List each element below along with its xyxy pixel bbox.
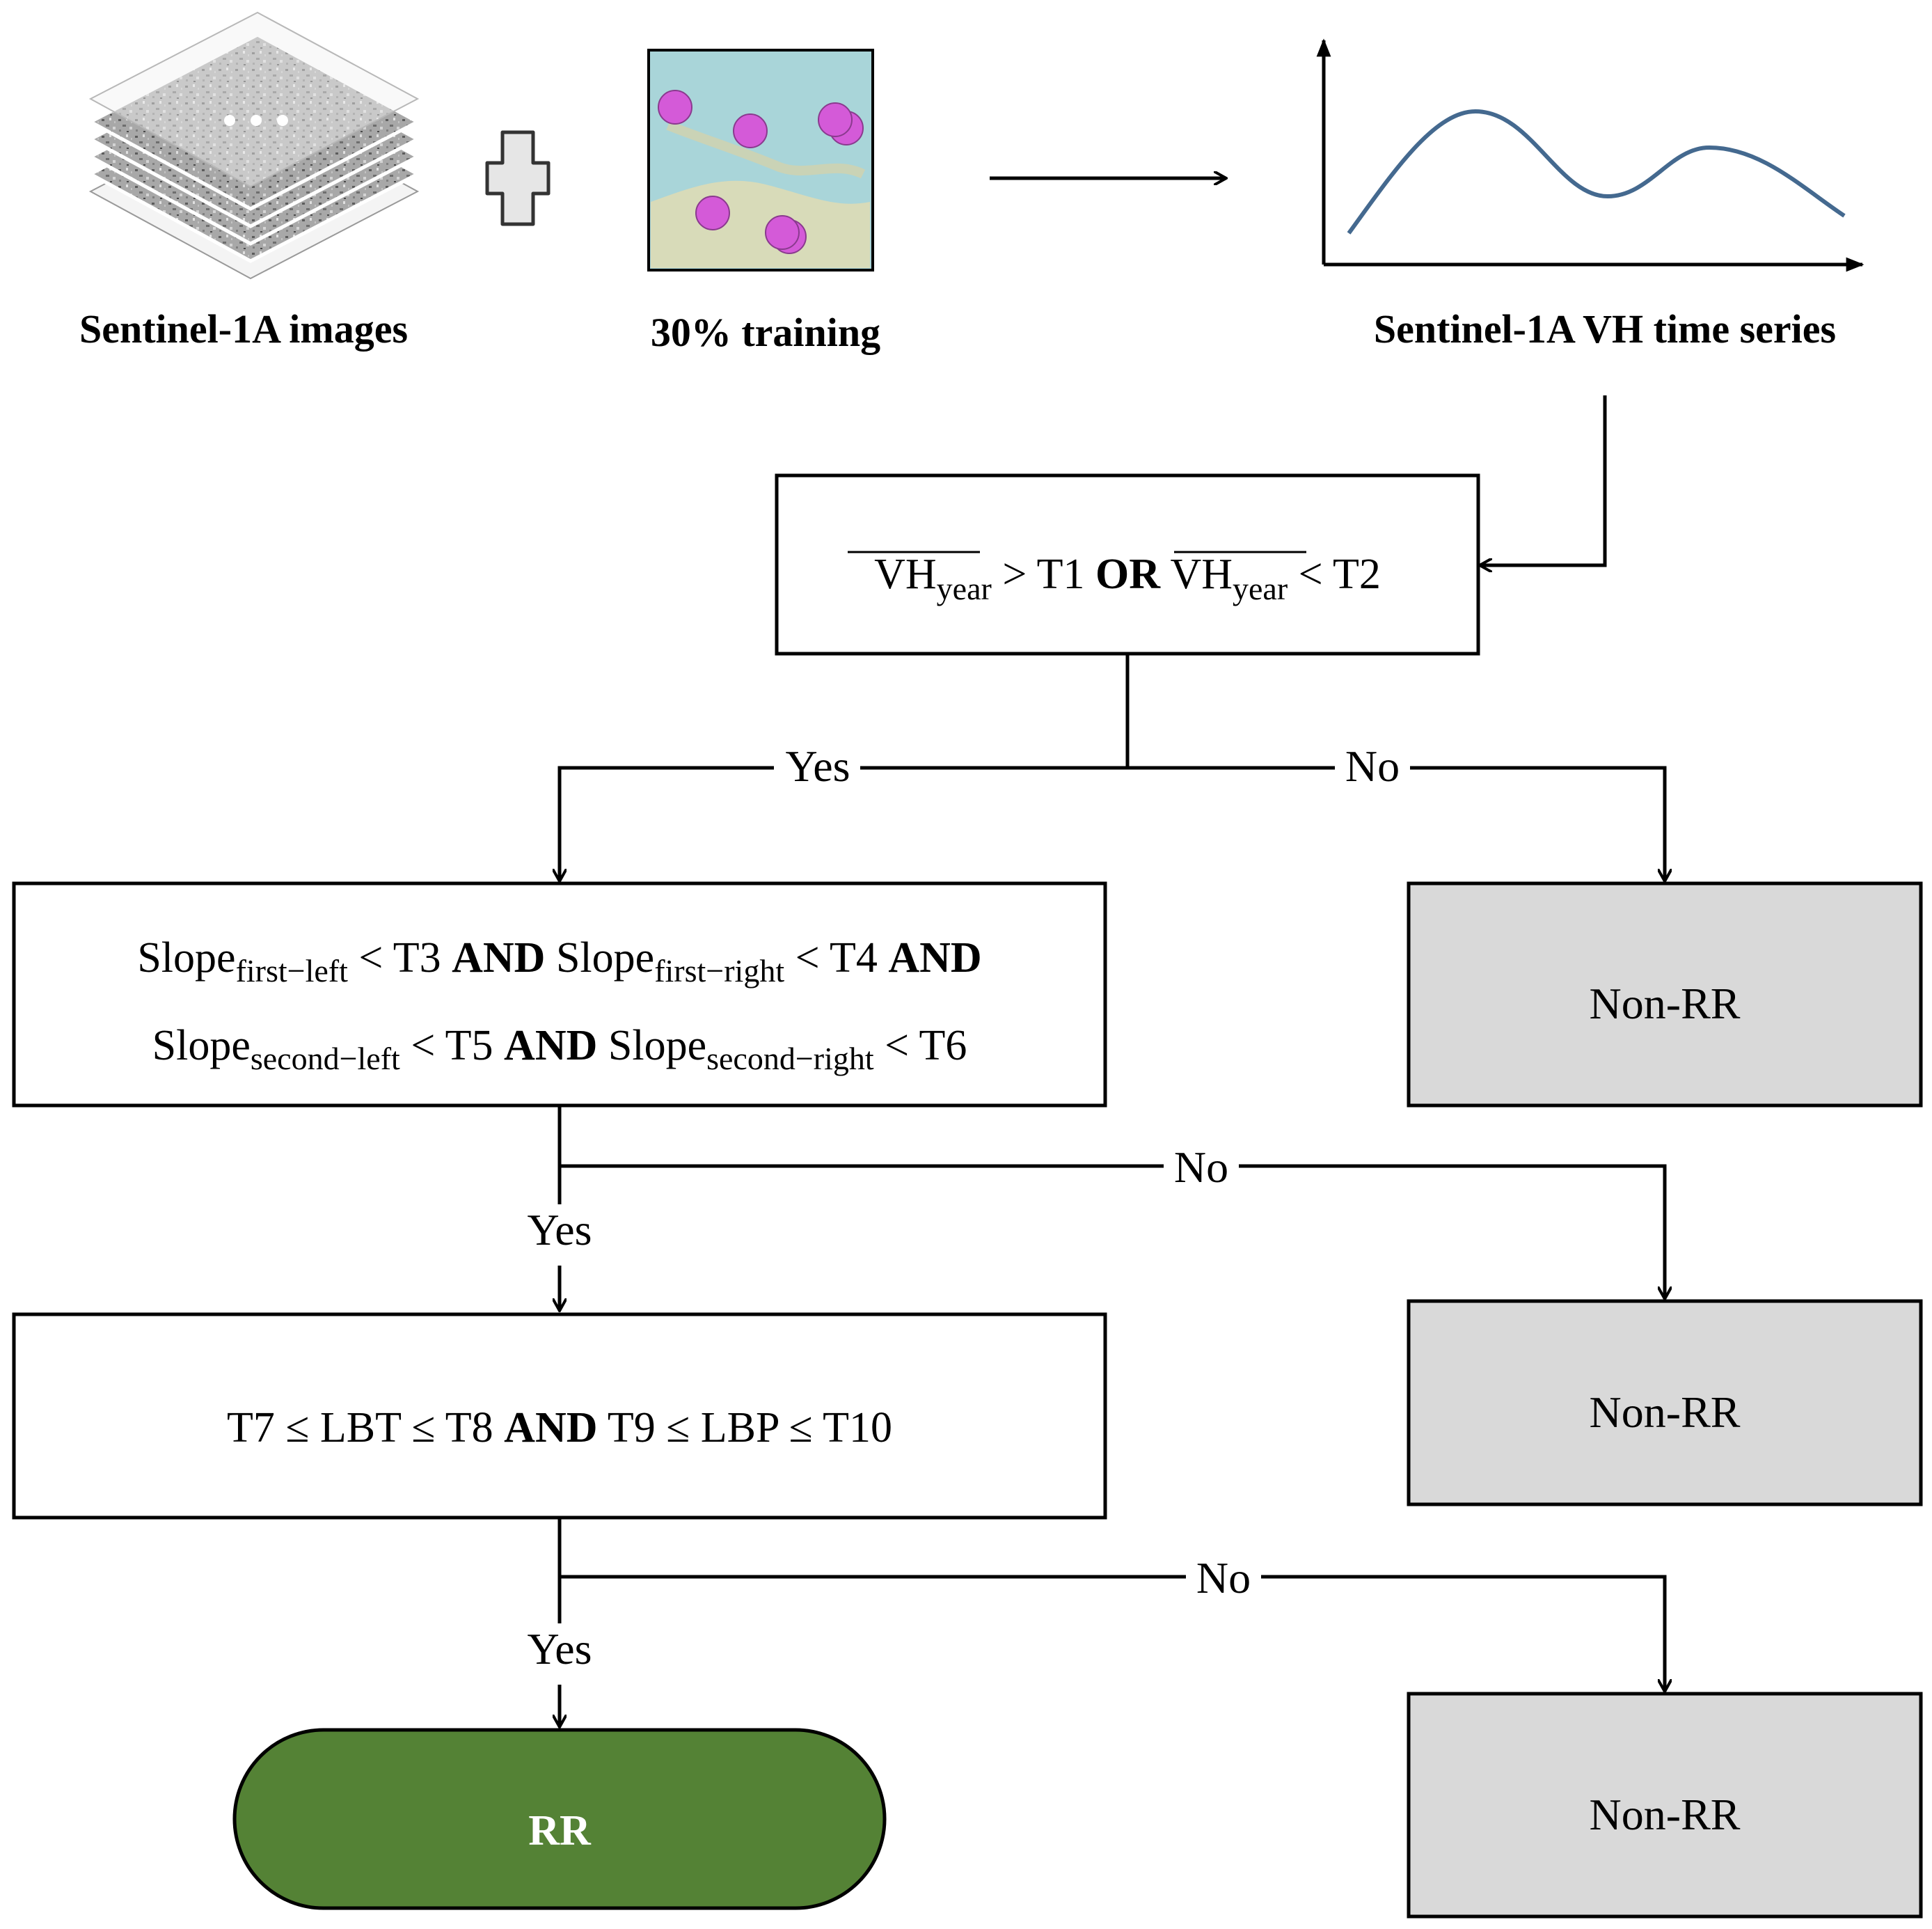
non-rr-box-2 [1407, 1299, 1923, 1506]
decision-3-condition: T7 ≤ LBT ≤ T8 AND T9 ≤ LBP ≤ T10 [227, 1404, 892, 1451]
no-label-1: No [1345, 741, 1400, 791]
timeseries-connector [1480, 395, 1607, 565]
time-series-icon [1316, 38, 1864, 272]
yes-label-2: Yes [527, 1205, 592, 1254]
no-arrow-3 [560, 1575, 1665, 1692]
no-arrow-2 [560, 1164, 1665, 1299]
non-rr-label-1: Non-RR [1590, 979, 1741, 1028]
non-rr-label-3: Non-RR [1590, 1790, 1741, 1839]
images-caption: Sentinel-1A images [79, 306, 408, 352]
decision-2-condition-line-2: Slopesecond−left < T5 AND Slopesecond−ri… [152, 1022, 967, 1076]
non-rr-box-3 [1407, 1692, 1923, 1919]
no-label-2: No [1174, 1142, 1228, 1192]
training-caption: 30% training [651, 310, 880, 355]
decision-2-condition-line-1: Slopefirst−left < T3 AND Slopefirst−righ… [137, 934, 981, 989]
decision-box-1 [775, 473, 1480, 656]
yes-label-3: Yes [527, 1624, 592, 1674]
yes-arrow-1 [560, 766, 1127, 881]
no-arrow-1 [1127, 766, 1665, 881]
decision-box-2 [12, 881, 1107, 1108]
yes-label-1: Yes [785, 741, 850, 791]
no-label-3: No [1196, 1553, 1251, 1603]
image-stack-icon [86, 11, 422, 280]
training-map-icon [647, 49, 874, 271]
non-rr-label-2: Non-RR [1590, 1387, 1741, 1437]
rr-label: RR [528, 1807, 592, 1855]
plus-icon [485, 130, 551, 226]
rr-terminal [232, 1728, 887, 1910]
decision-1-condition: VHyear > T1 OR VHyear < T2 [874, 551, 1381, 606]
timeseries-caption: Sentinel-1A VH time series [1374, 306, 1836, 352]
decision-box-3 [12, 1312, 1107, 1520]
non-rr-box-1 [1407, 881, 1923, 1108]
